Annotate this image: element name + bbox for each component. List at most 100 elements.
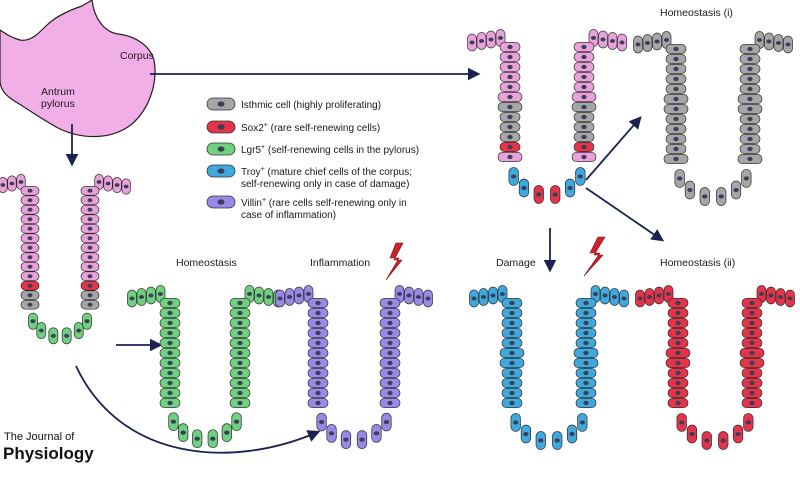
gland-cell [307,327,329,339]
gland-cell [20,271,40,282]
gland-cell [316,412,327,432]
gland-cell [571,91,597,103]
gland-cell [168,412,179,432]
gland-cell [284,288,295,306]
gland-cell [495,29,506,47]
gland-cell [379,307,401,319]
legend-item-villin: Villin+ (rare cells self-renewing only i… [206,195,407,221]
gland-cell [773,34,784,52]
gland-cell [667,387,689,399]
gland-cell [207,429,218,449]
gland-cell [535,431,546,450]
gland-cell [159,387,181,399]
gland-cell [741,337,763,349]
gland-cell [413,288,424,306]
gland-cell [739,123,761,135]
gland-cell [739,73,761,85]
gland-cell [499,347,525,359]
label-homeostasis-i: Homeostasis (i) [660,7,733,19]
gland-cell [497,285,508,303]
gland-cell [741,387,763,399]
gland-cell [665,73,687,85]
panel-labels: Homeostasis Inflammation Damage Homeosta… [176,7,735,269]
gland-cell [635,289,645,308]
gland-cell [0,177,8,193]
gland-cell [737,93,763,105]
gland-cell [340,430,352,449]
gland-cell [159,297,181,309]
legend-text-villin-line1: Villin+ (rare cells self-renewing only i… [241,197,407,209]
gland-cell [499,121,521,133]
gland-cell [121,178,131,195]
gland-cell [518,178,530,198]
gland-cell [501,367,523,379]
gland-cell [598,30,608,49]
gland-cell [550,185,561,204]
gland-cell [573,71,595,83]
gland-cell [497,91,523,103]
gland-cell [229,327,251,339]
gland-cell [571,101,597,113]
gland-cell [469,289,479,308]
gland-cell [307,367,329,379]
gland-cell [663,93,689,105]
gland-cell [665,53,687,65]
gland-cell [575,337,597,349]
gland-cell [381,412,392,432]
gland-cell [229,357,251,369]
gland-cell [20,252,40,263]
gland-cell [499,51,521,63]
gland-cell [741,397,763,409]
gland-cell [501,327,523,339]
gland-cell [229,377,251,389]
gland-cell [379,357,401,369]
gland-homeostasis-i [633,31,793,206]
gland-cell [575,317,597,329]
gland-cell [379,347,401,359]
gland-cell [20,261,40,272]
gland-cell [404,286,414,305]
arrows [65,67,665,454]
gland-cell [379,337,401,349]
gland-cell [764,32,774,51]
gland-cell [356,430,368,449]
gland-cell [633,35,643,54]
gland-cell [609,288,620,306]
gland-cell [229,397,251,409]
gland-cell [501,337,523,349]
gland-cell [20,223,40,234]
gland-cell [573,61,595,73]
gland-cell [756,285,767,303]
gland-cell [103,175,113,192]
gland-cell [371,423,382,443]
gland-cell [20,204,40,215]
gland-cell [229,307,251,319]
gland-cell [326,423,337,443]
gland-cell [36,322,47,340]
gland-cell [573,131,595,143]
gland-cell [785,289,795,308]
lightning-bolt-damage [583,236,606,277]
gland-cell [20,299,40,310]
gland-cell [307,397,329,409]
corpus-label: Corpus [120,50,154,62]
gland-cell [663,285,674,303]
gland-cell [665,143,687,155]
gland-cell [244,285,255,303]
gland-cell [741,169,752,188]
legend-text-lgr5: Lgr5+ (self-renewing cells in the pyloru… [241,144,419,156]
gland-cell [775,288,786,306]
legend-text-troy-line2: self-renewing only in case of damage) [241,179,409,190]
gland-cell [667,297,689,309]
gland-cell [501,397,523,409]
gland-cell [575,377,597,389]
gland-cell [379,397,401,409]
gland-cell [80,214,100,225]
legend-item-lgr5: Lgr5+ (self-renewing cells in the pyloru… [206,142,419,156]
gland-damage [469,285,629,450]
gland-cell [80,223,100,234]
gland-cell [676,413,687,432]
gland-cell [80,185,100,196]
legend-text-sox2: Sox2+ (rare self-renewing cells) [241,122,380,134]
gland-cell [754,31,765,49]
